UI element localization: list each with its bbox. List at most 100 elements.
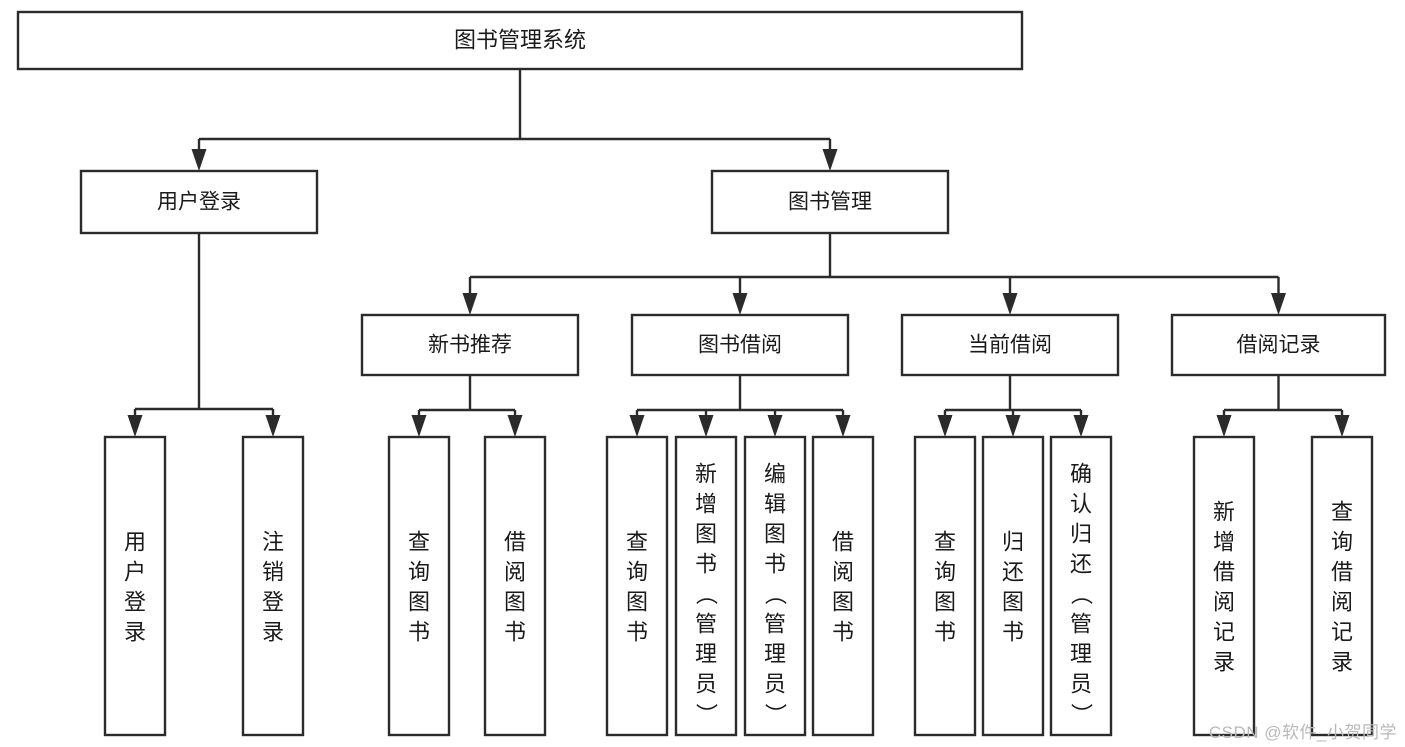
node-box-leaf-user-login	[103, 435, 167, 737]
node-box-root	[16, 10, 1024, 71]
svg-text:借: 借	[832, 530, 854, 555]
svg-text:归: 归	[1002, 530, 1024, 555]
svg-text:借: 借	[1331, 560, 1353, 585]
node-label-current-borrow: 当前借阅	[968, 334, 1052, 357]
node-box-book-borrow	[630, 313, 850, 377]
svg-text:理: 理	[1070, 642, 1092, 667]
svg-text:阅: 阅	[504, 560, 526, 585]
node-book-borrow[interactable]: 图书借阅	[630, 313, 850, 377]
node-box-leaf-query-book-1	[387, 435, 451, 737]
node-box-leaf-return-book	[981, 435, 1045, 737]
svg-text:增: 增	[1213, 530, 1235, 555]
svg-text:阅: 阅	[1213, 590, 1235, 615]
svg-text:询: 询	[934, 560, 956, 585]
node-book-management[interactable]: 图书管理	[710, 169, 950, 235]
svg-text:记: 记	[1331, 620, 1353, 645]
node-label-leaf-user-login: 用户登录	[124, 530, 146, 645]
svg-text:注: 注	[262, 530, 284, 555]
svg-text:（: （	[694, 583, 719, 605]
svg-text:书: 书	[832, 620, 854, 645]
svg-text:图: 图	[1002, 590, 1024, 615]
node-box-leaf-borrow-book-1	[483, 435, 547, 737]
svg-text:增: 增	[695, 492, 717, 517]
node-leaf-user-login[interactable]: 用户登录	[103, 435, 167, 737]
node-root[interactable]: 图书管理系统	[16, 10, 1024, 71]
svg-text:）: ）	[1069, 703, 1094, 725]
node-label-root: 图书管理系统	[454, 27, 586, 52]
svg-text:借: 借	[1213, 560, 1235, 585]
svg-text:图: 图	[695, 522, 717, 547]
edges-layer	[127, 69, 1350, 437]
edge-group-root	[191, 69, 838, 171]
svg-text:书: 书	[626, 620, 648, 645]
svg-text:（: （	[1069, 583, 1094, 605]
svg-text:书: 书	[695, 552, 717, 577]
nodes-layer: 图书管理系统用户登录图书管理新书推荐图书借阅当前借阅借阅记录用户登录注销登录查询…	[16, 10, 1387, 737]
node-current-borrow[interactable]: 当前借阅	[900, 313, 1120, 377]
node-label-user-login: 用户登录	[157, 191, 241, 214]
node-box-leaf-query-book-3	[913, 435, 977, 737]
edge-group-new-book-recommend	[411, 375, 523, 437]
node-borrow-record[interactable]: 借阅记录	[1170, 313, 1387, 377]
node-new-book-recommend[interactable]: 新书推荐	[360, 313, 580, 377]
edge-group-book-borrow	[629, 375, 851, 437]
node-box-leaf-logout-login	[241, 435, 305, 737]
svg-text:图: 图	[408, 590, 430, 615]
svg-text:登: 登	[124, 590, 146, 615]
node-box-borrow-record	[1170, 313, 1387, 377]
node-box-leaf-edit-book	[743, 435, 807, 737]
svg-text:录: 录	[262, 620, 284, 645]
svg-text:借: 借	[504, 530, 526, 555]
node-box-new-book-recommend	[360, 313, 580, 377]
svg-text:询: 询	[1331, 530, 1353, 555]
svg-text:阅: 阅	[832, 560, 854, 585]
svg-text:图: 图	[626, 590, 648, 615]
svg-text:记: 记	[1213, 620, 1235, 645]
svg-text:销: 销	[262, 560, 284, 585]
svg-text:员: 员	[1070, 672, 1092, 697]
csdn-watermark: CSDN @软件_小贺同学	[1208, 723, 1397, 742]
svg-text:图: 图	[832, 590, 854, 615]
svg-text:书: 书	[504, 620, 526, 645]
node-box-book-management	[710, 169, 950, 235]
node-box-leaf-borrow-book-2	[811, 435, 875, 737]
svg-text:书: 书	[764, 552, 786, 577]
svg-text:理: 理	[695, 642, 717, 667]
node-box-leaf-confirm-return	[1049, 435, 1113, 737]
svg-text:录: 录	[124, 620, 146, 645]
edge-group-user-login	[127, 233, 281, 437]
node-box-leaf-add-borrow-record	[1192, 435, 1256, 737]
svg-text:新: 新	[1213, 500, 1235, 525]
svg-text:图: 图	[934, 590, 956, 615]
svg-text:理: 理	[764, 642, 786, 667]
svg-text:书: 书	[1002, 620, 1024, 645]
svg-text:编: 编	[764, 462, 786, 487]
edge-group-book-management	[462, 233, 1286, 315]
node-box-leaf-query-borrow-record	[1310, 435, 1374, 737]
svg-text:认: 认	[1070, 492, 1092, 517]
svg-text:询: 询	[626, 560, 648, 585]
svg-text:新: 新	[695, 462, 717, 487]
node-user-login[interactable]: 用户登录	[79, 169, 319, 235]
node-label-borrow-record: 借阅记录	[1237, 334, 1321, 357]
